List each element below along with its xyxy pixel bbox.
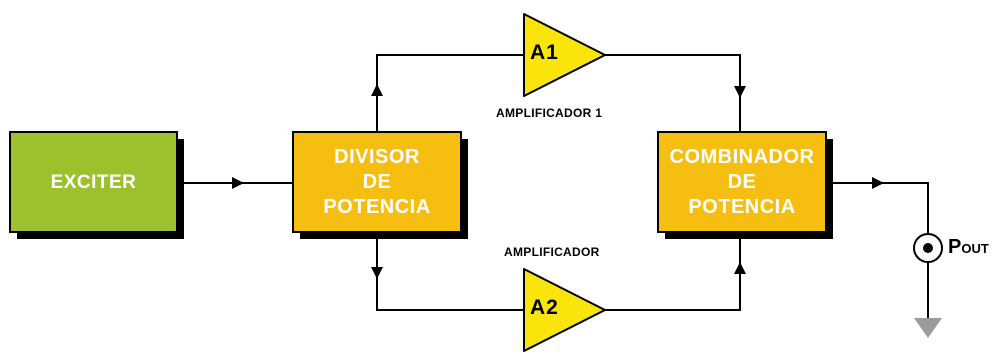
arrow-output xyxy=(872,177,884,189)
arrowheads xyxy=(232,84,884,279)
wire-combinador-output xyxy=(828,182,929,234)
amplifier-a1-text: A1 xyxy=(530,41,559,64)
wire-a2-combinador xyxy=(605,237,741,311)
output-label-sub: OUT xyxy=(961,241,989,256)
combinador-block xyxy=(657,131,827,233)
output-label-main: P xyxy=(948,236,962,258)
exciter-label-box: EXCITER xyxy=(10,132,177,232)
arrow-up-a2 xyxy=(734,262,746,274)
divisor-label-box: DIVISOR DE POTENCIA xyxy=(293,132,461,232)
divisor-label-line1: DIVISOR xyxy=(334,145,420,168)
divisor-label-line3: POTENCIA xyxy=(323,195,431,218)
wire-divisor-a2 xyxy=(376,237,525,311)
arrow-down-divisor xyxy=(371,267,383,279)
exciter-block xyxy=(9,131,178,233)
combinador-label-line3: POTENCIA xyxy=(688,195,796,218)
wire-a1-combinador xyxy=(605,54,741,132)
connections xyxy=(180,54,929,318)
wire-divisor-a1 xyxy=(376,54,525,132)
arrow-down-a1 xyxy=(734,86,746,98)
divisor-label-line2: DE xyxy=(362,170,392,193)
amplifier-a1-symbol xyxy=(523,13,606,97)
exciter-label: EXCITER xyxy=(50,171,137,193)
arrow-up-divisor xyxy=(371,84,383,96)
amplifier-a1-caption: AMPLIFICADOR 1 xyxy=(496,106,603,120)
output-label: POUT xyxy=(948,236,989,259)
combinador-label-box: COMBINADOR DE POTENCIA xyxy=(658,132,826,232)
arrow-exciter xyxy=(232,177,244,189)
divisor-block xyxy=(292,131,462,233)
amplifier-a2-caption: AMPLIFICADOR xyxy=(504,245,600,259)
amplifier-a2-symbol xyxy=(523,268,606,352)
output-connector-icon xyxy=(913,233,943,263)
amplifier-a2-text: A2 xyxy=(530,296,559,319)
combinador-label-line1: COMBINADOR xyxy=(669,145,815,168)
combinador-label-line2: DE xyxy=(727,170,757,193)
ground-icon xyxy=(914,318,942,338)
